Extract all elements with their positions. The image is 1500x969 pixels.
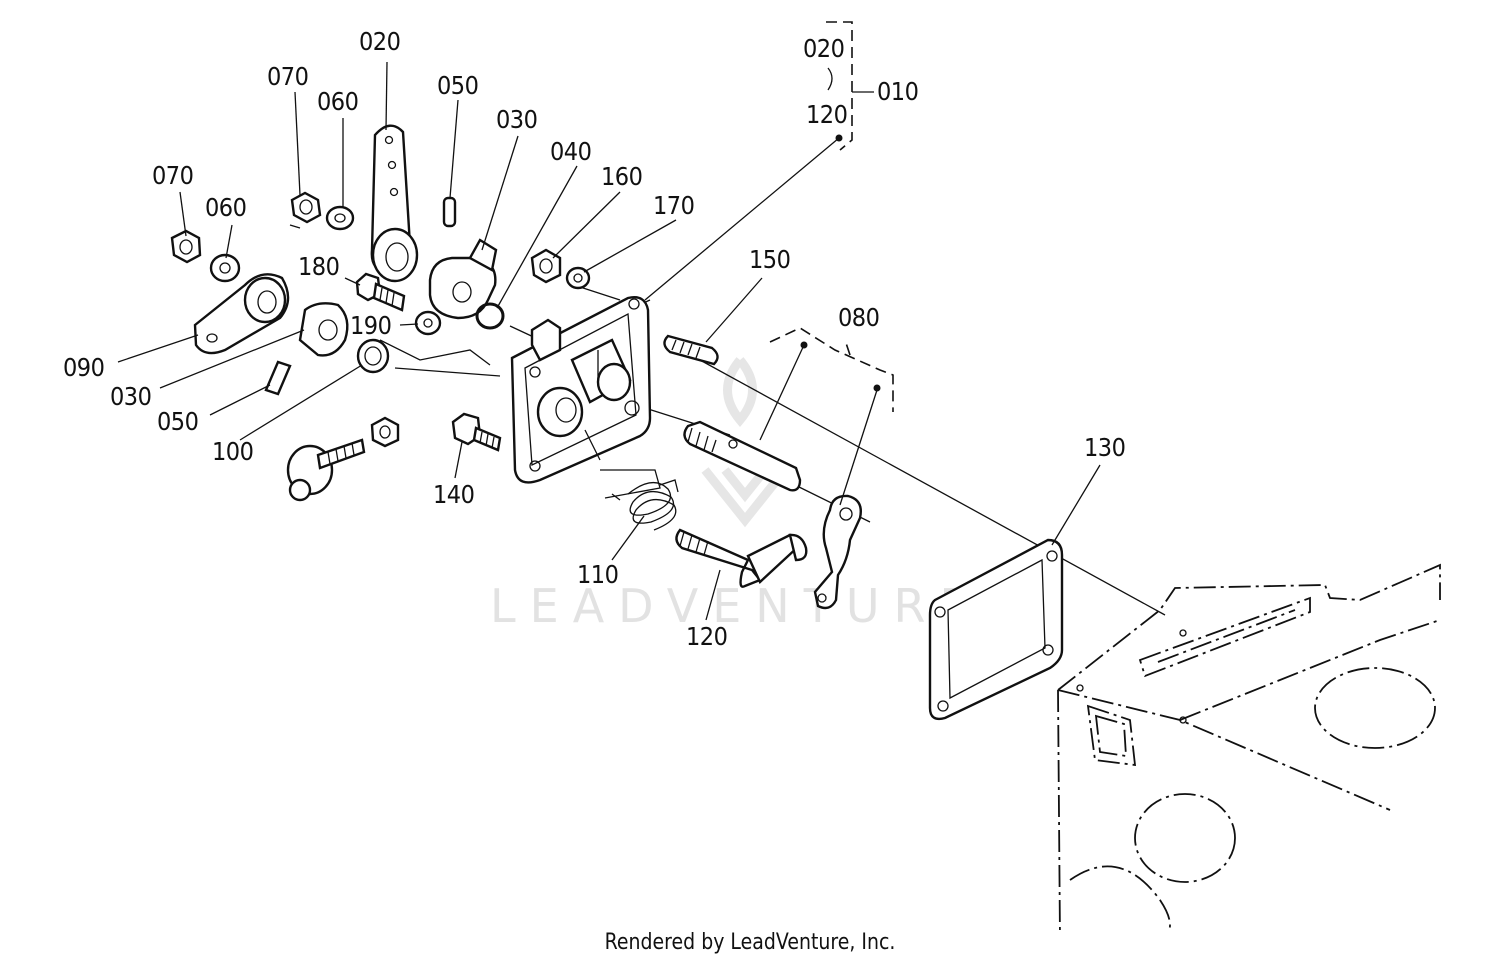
washer-190 [414, 310, 442, 336]
bracket-010 [826, 21, 874, 151]
engine-block [1057, 563, 1441, 930]
label-090: 090 [63, 353, 104, 382]
label-080: 080 [838, 303, 879, 332]
label-120-lower: 120 [686, 622, 727, 651]
gasket-130 [928, 538, 1064, 721]
bolt-180 [355, 272, 406, 312]
part-labels: 020 070 060 050 030 040 160 170 070 060 … [63, 27, 1126, 651]
watermark-text: LEADVENTURE [490, 579, 983, 633]
shaft-080-upper [683, 420, 802, 492]
label-010: 010 [877, 77, 918, 106]
bracket-080 [769, 327, 894, 412]
seal-100 [356, 338, 390, 374]
lever-080 [813, 494, 862, 610]
label-140: 140 [433, 480, 474, 509]
exploded-parts-diagram: LEADVENTURE [63, 21, 1441, 930]
label-060-lower: 060 [205, 193, 246, 222]
watermark-logo-icon [701, 357, 789, 528]
label-060-upper: 060 [317, 87, 358, 116]
washer-060-upper [325, 205, 355, 231]
label-190: 190 [350, 311, 391, 340]
label-030-upper: 030 [496, 105, 537, 134]
label-040: 040 [550, 137, 591, 166]
label-150: 150 [749, 245, 790, 274]
adjust-bolt [286, 416, 400, 502]
nut-070-upper [290, 191, 322, 224]
label-160: 160 [601, 162, 642, 191]
label-100: 100 [212, 437, 253, 466]
pin-050-lower [264, 360, 292, 396]
label-070-lower: 070 [152, 161, 193, 190]
label-130: 130 [1084, 433, 1125, 462]
shaft-120-lower [675, 528, 808, 588]
label-070-upper: 070 [267, 62, 308, 91]
label-020-bracket: 020 [803, 34, 844, 63]
arm-020 [370, 124, 419, 283]
stud-150 [663, 334, 719, 366]
nut-070-lower [170, 229, 202, 264]
label-050-lower: 050 [157, 407, 198, 436]
lever-030-lower [298, 302, 349, 357]
label-050-upper: 050 [437, 71, 478, 100]
cover-plate [510, 296, 652, 484]
label-110: 110 [577, 560, 618, 589]
label-120-bracket: 120 [806, 100, 847, 129]
label-030-lower: 030 [110, 382, 151, 411]
label-170: 170 [653, 191, 694, 220]
washer-060-lower [209, 253, 241, 283]
watermark: LEADVENTURE [490, 357, 983, 633]
oring-040 [475, 302, 505, 330]
washer-170 [565, 266, 591, 290]
spring-110 [611, 479, 679, 531]
label-180: 180 [298, 252, 339, 281]
footer-credit: Rendered by LeadVenture, Inc. [604, 930, 896, 955]
lever-030-upper [428, 238, 498, 320]
bolt-140 [451, 412, 502, 452]
leader-lines [117, 61, 1101, 621]
label-020-top: 020 [359, 27, 400, 56]
lever-090 [193, 273, 290, 355]
pin-050-upper [442, 196, 457, 228]
